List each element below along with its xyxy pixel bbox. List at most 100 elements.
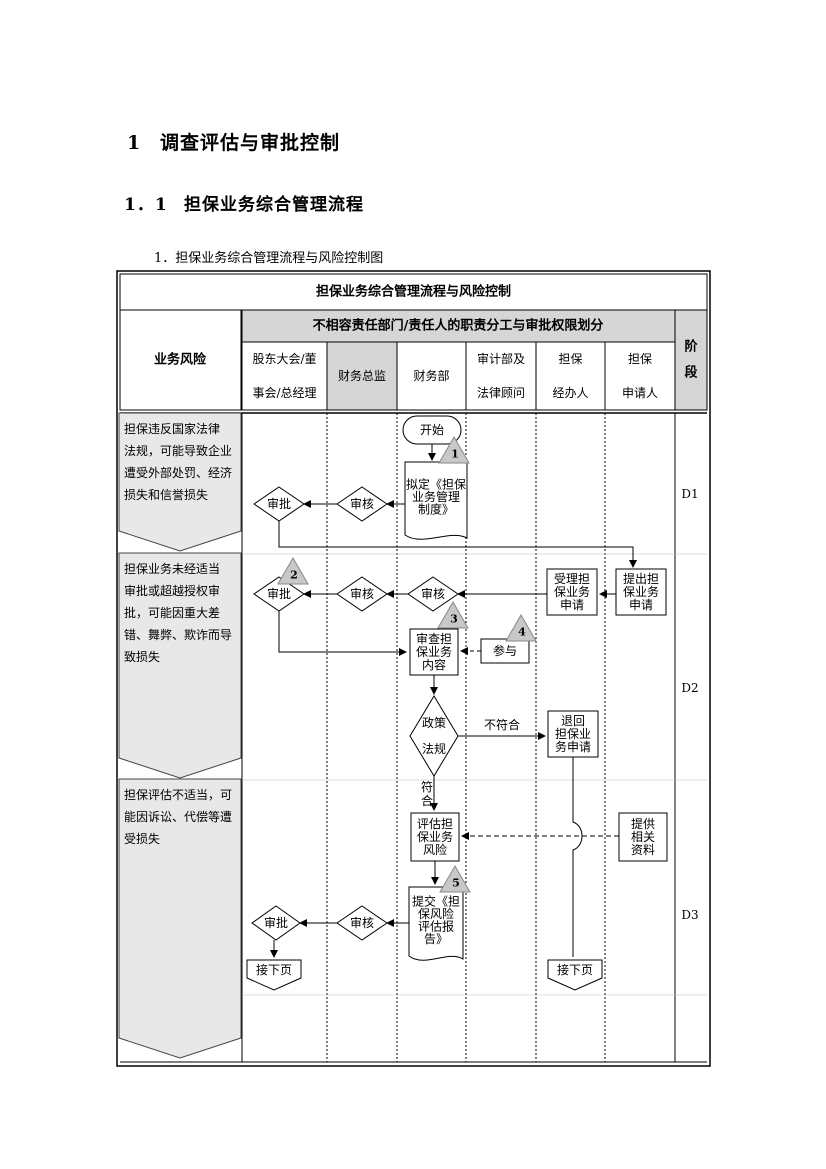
- reject-box-label: 担保业: [555, 727, 591, 741]
- column-header-cell: [535, 341, 606, 411]
- column-header: 法律顾问: [477, 386, 525, 400]
- column-header: 担保: [558, 352, 582, 366]
- accept-box-label: 受理担: [554, 572, 590, 586]
- start-node-label: 开始: [420, 423, 444, 437]
- review-diamond: [407, 576, 459, 612]
- examine-box: [409, 628, 459, 676]
- participate-box: [480, 638, 530, 664]
- submit-report-document: [408, 886, 464, 961]
- connector-line: [278, 521, 637, 568]
- approve-diamond: [253, 486, 305, 522]
- section-number: 1: [127, 132, 142, 154]
- assess-box-label: 风险: [423, 842, 447, 857]
- assess-box-label: 保业务: [417, 829, 453, 844]
- continue-next-page: [246, 959, 302, 991]
- submit-report-document-label: 保风险: [418, 906, 454, 921]
- examine-box-label: 审查担: [416, 631, 452, 646]
- assess-box: [410, 812, 460, 862]
- participate-box-label: 参与: [493, 643, 517, 658]
- stage-label: D2: [681, 681, 698, 695]
- risk-text: 担保违反国家法律: [124, 421, 220, 436]
- start-node: [402, 415, 462, 445]
- column-header: 股东大会/董: [252, 352, 316, 366]
- column-header: 经办人: [552, 385, 588, 400]
- not-comply-label: 不符合: [484, 717, 520, 732]
- risk-text: 担保业务未经适当: [124, 561, 220, 576]
- control-point-2-number: 2: [290, 569, 298, 582]
- submit-report-document-label: 评估报: [418, 918, 454, 933]
- reject-box: [547, 710, 599, 758]
- review-diamond-label: 审核: [350, 496, 374, 511]
- continue-next-page-label: 接下页: [256, 962, 292, 977]
- risk-text: 受损失: [124, 831, 160, 846]
- column-header: 担保: [628, 352, 652, 366]
- provide-box: [618, 812, 668, 862]
- stage-header: 阶: [684, 339, 698, 355]
- connector-line: [278, 611, 407, 656]
- section-title: 调查评估与审批控制: [160, 132, 341, 154]
- risk-text: 法规，可能导致企业: [124, 443, 232, 458]
- column-header-cell: [241, 341, 328, 411]
- risk-header: 业务风险: [154, 352, 207, 368]
- subsection-number: 1．1: [124, 195, 168, 215]
- risk-text: 担保评估不适当，可: [124, 788, 232, 802]
- section-heading-1: 1 调查评估与审批控制: [127, 128, 340, 155]
- accept-box: [546, 568, 598, 616]
- risk-text: 审批或超越授权审: [124, 583, 220, 598]
- review-diamond: [336, 486, 388, 522]
- column-header-cell: [604, 341, 676, 411]
- column-header: 财务部: [413, 368, 449, 383]
- continue-next-page: [547, 959, 603, 991]
- column-header: 审计部及: [477, 351, 525, 366]
- reject-box-label: 务申请: [555, 739, 591, 754]
- examine-box-label: 保业务: [416, 644, 452, 659]
- subsection-title: 担保业务综合管理流程: [184, 195, 364, 215]
- approve-diamond-label: 审批: [267, 496, 291, 511]
- connector-line: [572, 757, 583, 957]
- comply-label: 合: [421, 793, 433, 808]
- risk-text: 遭受外部处罚、经济: [124, 465, 232, 480]
- accept-box-label: 保业务: [554, 584, 590, 599]
- control-point-1: [438, 435, 470, 464]
- control-point-4: [505, 613, 537, 642]
- section-heading-1-1: 1．1 担保业务综合管理流程: [124, 190, 364, 215]
- approve-diamond-label: 审批: [267, 586, 291, 601]
- approve-diamond: [253, 576, 305, 612]
- stage-label: D3: [681, 908, 698, 922]
- draft-policy-document-label: 制度》: [418, 502, 454, 517]
- provide-box-label: 提供: [631, 816, 655, 831]
- review-diamond: [336, 576, 388, 612]
- apply-box: [615, 568, 667, 616]
- review-diamond: [336, 905, 388, 941]
- draft-policy-document: [404, 461, 468, 540]
- policy-diamond-label: 政策: [422, 716, 446, 730]
- provide-box-label: 相关: [631, 830, 655, 844]
- risk-block: [118, 778, 242, 1059]
- assess-box-label: 评估担: [417, 817, 453, 831]
- stage-header-cell: [674, 309, 708, 411]
- examine-box-label: 内容: [422, 657, 446, 672]
- stage-header: 段: [684, 365, 697, 381]
- risk-header-cell: [119, 309, 242, 411]
- stage-label: D1: [681, 487, 698, 501]
- approve-diamond-label: 审批: [264, 915, 288, 930]
- review-diamond-label: 审核: [421, 586, 445, 601]
- table-title: 担保业务综合管理流程与风险控制: [316, 284, 511, 300]
- apply-box-label: 申请: [629, 598, 653, 612]
- provide-box-label: 资料: [631, 843, 655, 857]
- reject-box-label: 退回: [561, 714, 585, 728]
- approve-diamond: [251, 905, 301, 941]
- accept-box-label: 申请: [560, 598, 584, 612]
- risk-text: 损失和信誉损失: [124, 487, 208, 502]
- division-header-cell: [241, 309, 676, 343]
- apply-box-label: 提出担: [623, 571, 659, 586]
- risk-text: 能因诉讼、代偿等遭: [124, 809, 232, 824]
- division-header: 不相容责任部门/责任人的职责分工与审批权限划分: [313, 318, 604, 334]
- control-point-3-number: 3: [450, 613, 458, 626]
- comply-label: 符: [421, 779, 433, 794]
- draft-policy-document-label: 业务管理: [412, 489, 460, 504]
- figure-caption: 1．担保业务综合管理流程与风险控制图: [154, 251, 384, 266]
- control-point-3: [437, 600, 469, 629]
- column-header: 事会/总经理: [252, 386, 316, 400]
